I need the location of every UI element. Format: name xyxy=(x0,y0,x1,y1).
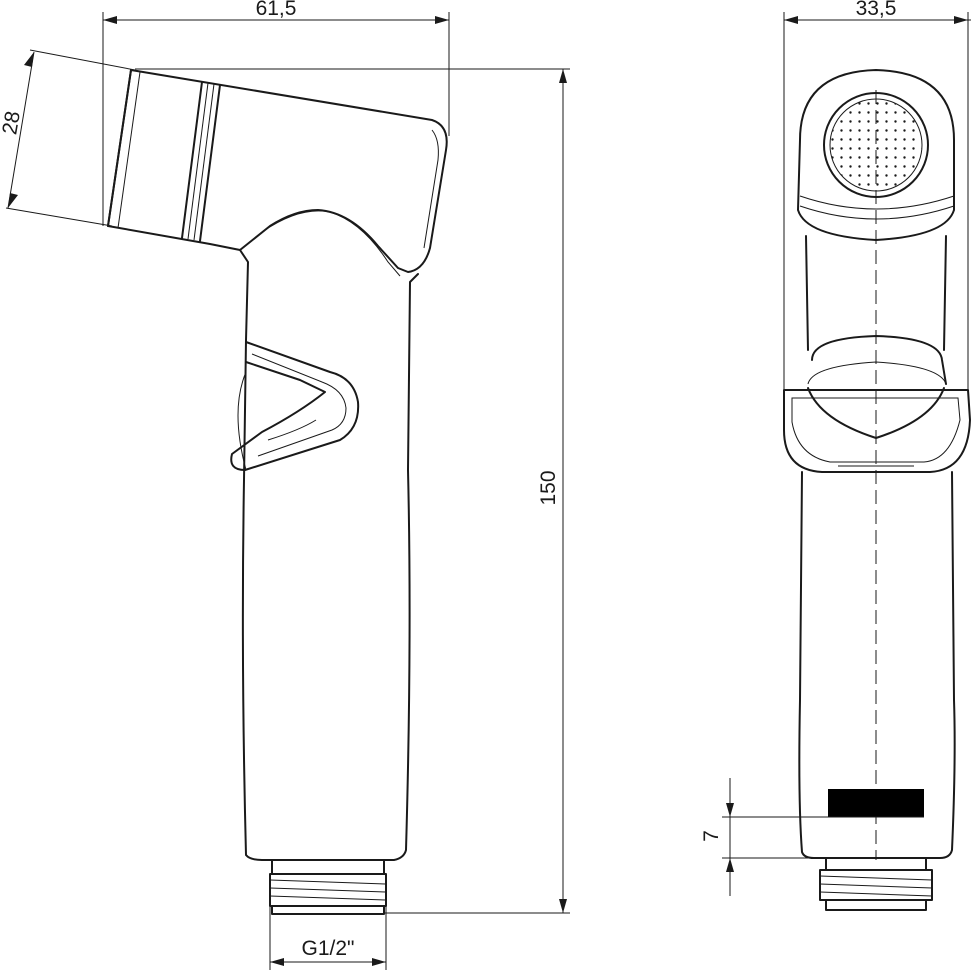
head-groove xyxy=(181,81,203,239)
dimension-head-length: 28 xyxy=(0,49,136,227)
nozzle-holes xyxy=(830,99,922,191)
dimension-width: 61,5 xyxy=(102,0,450,226)
head-outline xyxy=(797,69,955,241)
dim-label-side-width: 33,5 xyxy=(856,0,897,20)
dimension-side-width: 33,5 xyxy=(783,0,971,390)
dim-label-thread: G1/2" xyxy=(302,937,355,960)
dimension-thread: G1/2" xyxy=(269,906,387,970)
handle-body xyxy=(239,249,419,861)
marker-bar xyxy=(828,789,924,817)
dim-label-marker: 7 xyxy=(700,830,723,842)
dim-label-height: 150 xyxy=(537,470,560,505)
dim-label-head: 28 xyxy=(0,109,25,136)
spray-head xyxy=(107,69,448,273)
head-face xyxy=(107,69,132,227)
thread-connector-side xyxy=(819,857,933,911)
dimension-marker: 7 xyxy=(700,778,924,896)
front-view: 61,5 28 150 G1/2" xyxy=(0,0,570,970)
side-view: 33,5 7 xyxy=(700,0,971,911)
dim-label-width: 61,5 xyxy=(256,0,297,20)
trigger-lever xyxy=(230,341,360,471)
dimension-height: 150 xyxy=(135,68,570,914)
nozzle-rim xyxy=(823,92,929,198)
thread-connector xyxy=(269,859,387,915)
trigger-front xyxy=(783,389,971,473)
